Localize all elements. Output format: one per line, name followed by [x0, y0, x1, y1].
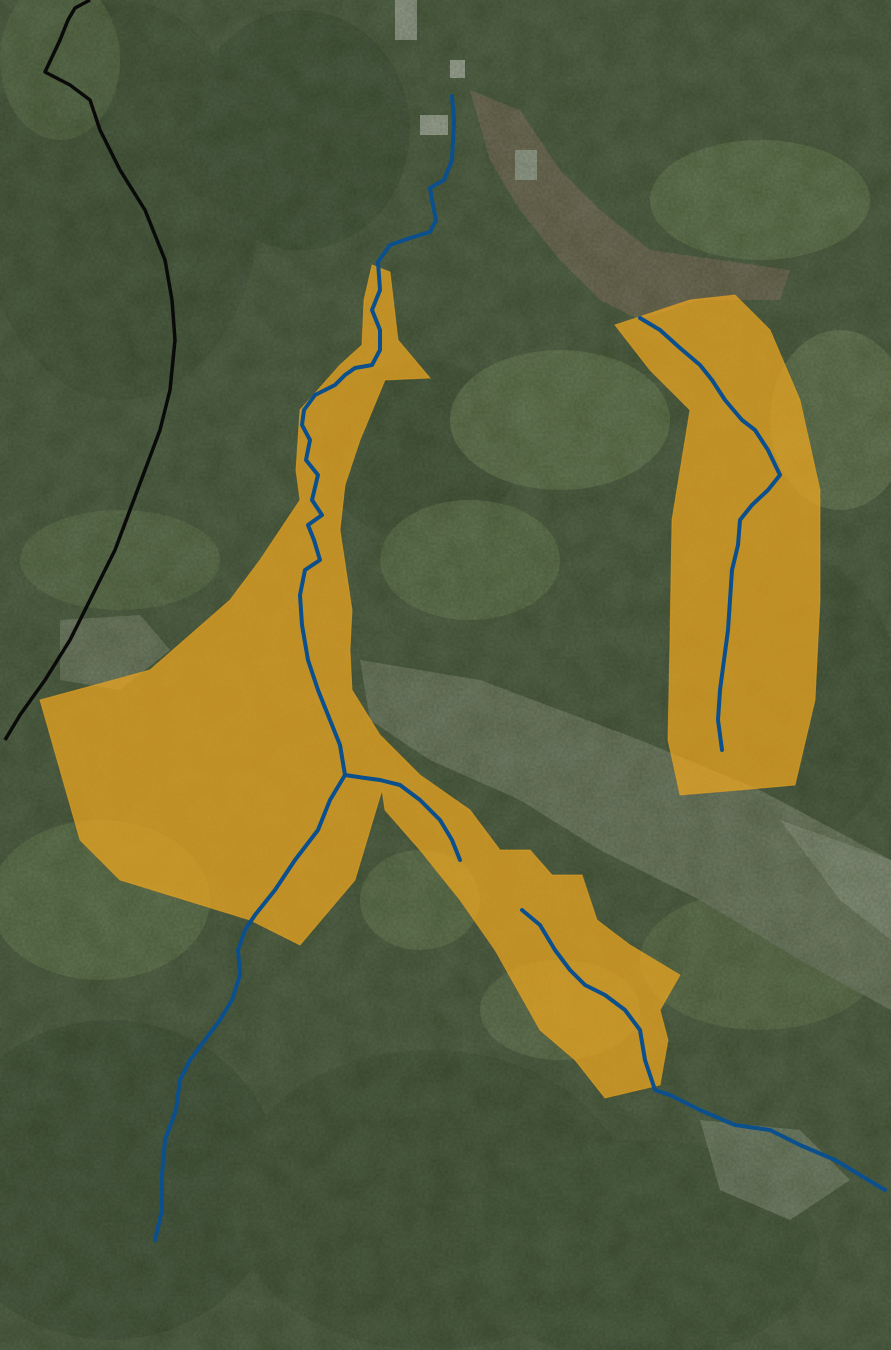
stream-east	[638, 316, 782, 752]
stream-tributary-east	[343, 773, 462, 862]
stream-layer	[153, 94, 887, 1242]
administrative-boundary-line	[3, 0, 177, 741]
stream-main-south	[153, 773, 347, 1242]
stream-main-north	[298, 94, 456, 777]
orange-zone-central[interactable]	[39, 264, 681, 1099]
orange-zone-east[interactable]	[614, 294, 821, 796]
zone-layer	[39, 264, 821, 1099]
stream-southeast	[520, 908, 887, 1192]
